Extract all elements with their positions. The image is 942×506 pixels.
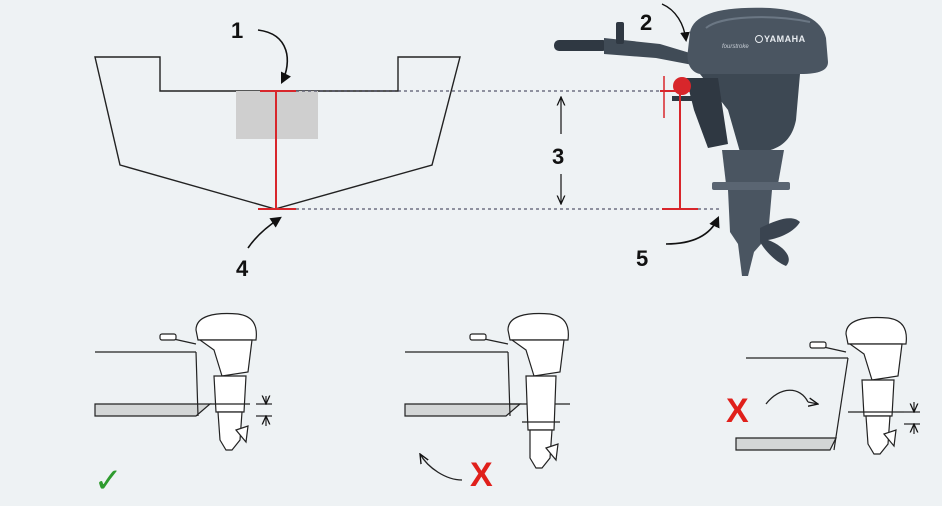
check-icon: ✓ (94, 461, 123, 501)
propeller-icon (760, 218, 800, 266)
tiller-arm (604, 38, 700, 66)
anti-cavitation-plate (712, 182, 790, 190)
small-outboard-2 (469, 312, 569, 469)
small-outboard-3 (809, 316, 907, 455)
brand-name: YAMAHA (764, 34, 806, 44)
lower-cowling (700, 74, 800, 152)
hull-section (735, 437, 837, 451)
clamp-bracket (686, 78, 728, 148)
callout-4: 4 (236, 216, 282, 281)
curved-arrow-icon (420, 454, 463, 481)
hull-edge (507, 351, 511, 417)
example-too-high (735, 316, 920, 455)
example-correct (94, 312, 272, 451)
curved-arrow-icon (765, 389, 818, 404)
tiller-grip-lever (616, 22, 624, 44)
hull-edge (833, 357, 849, 451)
label-transom-height: 3 (552, 144, 564, 169)
callout-1: 1 (231, 18, 292, 85)
engine-cowling (687, 7, 828, 75)
boat-cross-section (94, 56, 722, 210)
engine-midsection (722, 150, 784, 184)
transom-height-measure (258, 90, 296, 210)
label-anti-cavitation-plate: 5 (636, 246, 648, 271)
callout-3: 3 (552, 97, 564, 204)
brand-model: fourstroke (722, 44, 749, 50)
outboard-motor: YAMAHA fourstroke (554, 7, 828, 276)
callout-2: 2 (640, 3, 690, 42)
tiller-handle (554, 40, 608, 51)
transom-clamp-marker (673, 77, 691, 95)
callout-5: 5 (636, 215, 720, 271)
gap-indicator-3 (904, 402, 920, 434)
arrow-5-icon (665, 215, 720, 245)
gear-case (728, 190, 772, 276)
label-transom-top: 1 (231, 18, 243, 43)
arrow-2-icon (661, 3, 690, 42)
small-outboard-1 (159, 312, 257, 451)
cowling-highlight (705, 16, 811, 29)
cross-icon-1: X (470, 456, 493, 494)
label-tiller-bracket: 2 (640, 10, 652, 35)
hull-section (404, 403, 522, 417)
hull-section (94, 403, 212, 417)
label-keel-bottom: 4 (236, 256, 249, 281)
gap-indicator-1 (256, 396, 272, 426)
arrow-4-icon (247, 216, 282, 249)
hull-outline (94, 56, 461, 210)
brand-logo-icon (755, 35, 763, 43)
arrow-1-icon (257, 29, 292, 85)
hull-edge (195, 351, 199, 417)
cross-icon-2: X (726, 392, 749, 430)
example-too-low (404, 312, 570, 481)
clamp-screw (672, 96, 692, 101)
